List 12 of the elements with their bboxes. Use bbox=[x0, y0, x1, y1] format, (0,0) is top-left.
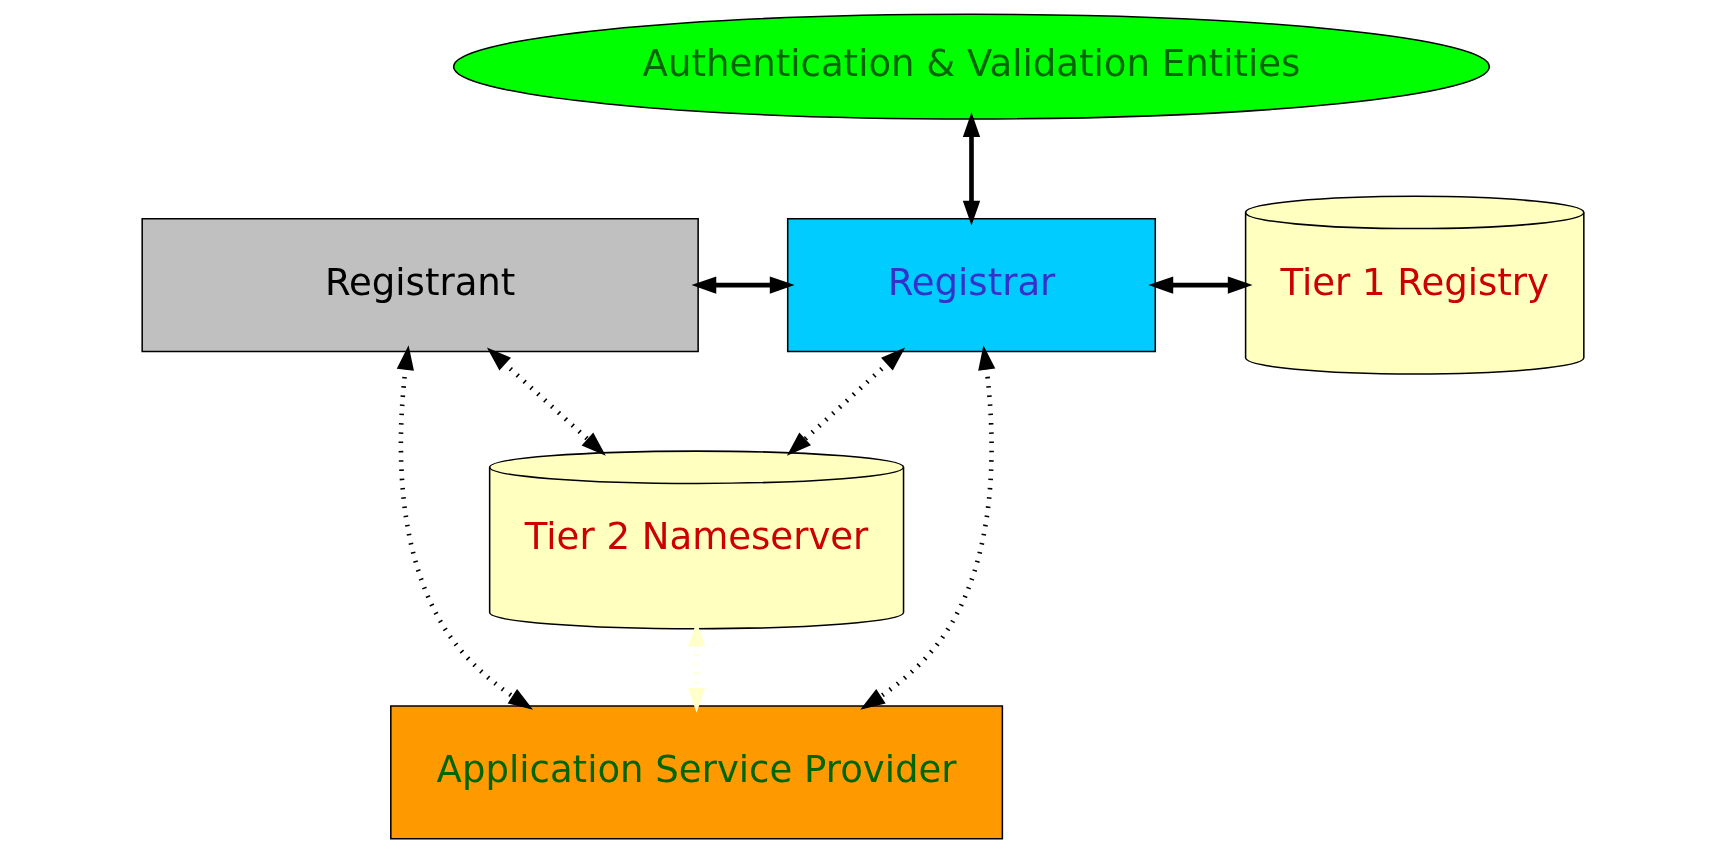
arrow bbox=[962, 112, 980, 226]
arrow bbox=[786, 347, 905, 456]
node-box: Registrant bbox=[140, 217, 699, 353]
arrow bbox=[859, 345, 995, 710]
arrow bbox=[687, 621, 705, 713]
arrow bbox=[1147, 276, 1253, 294]
node-box: Registrar bbox=[786, 217, 1156, 353]
arrow bbox=[691, 276, 795, 294]
arrow bbox=[486, 347, 606, 456]
node-box: Application Service Provider bbox=[389, 705, 1003, 840]
node-ellipse: Authentication & Validation Entities bbox=[452, 13, 1490, 120]
arrow bbox=[396, 345, 533, 710]
